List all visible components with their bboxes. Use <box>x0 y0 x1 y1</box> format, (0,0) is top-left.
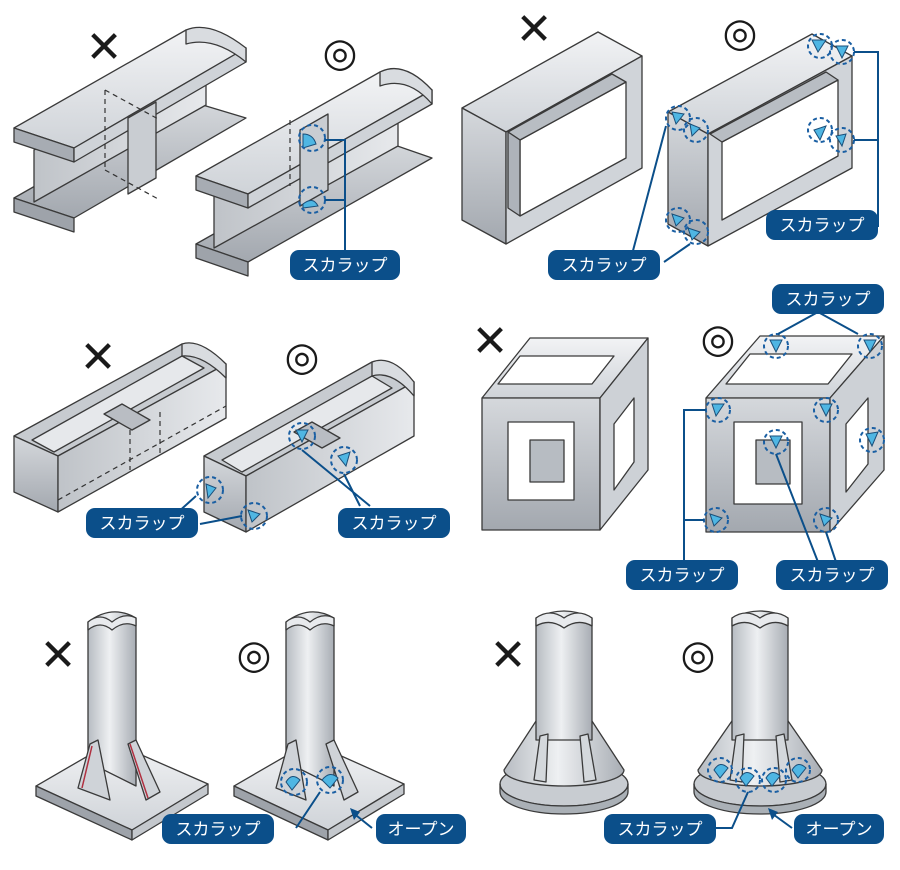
scallop-label: スカラップ <box>780 216 865 236</box>
bad-mark: ✕ <box>490 630 527 681</box>
bad-mark: ✕ <box>516 4 553 55</box>
good-mark: ◎ <box>285 334 320 380</box>
scallop-label: スカラップ <box>562 256 647 276</box>
panel-channel: スカラップ スカラップ <box>13 342 450 538</box>
good-mark: ◎ <box>701 316 736 362</box>
cube-scallop-badge-left: スカラップ <box>626 560 738 590</box>
panel-box-frame: スカラップ スカラップ <box>461 31 879 280</box>
channel-scallop-badge-left: スカラップ <box>86 508 198 538</box>
scallop-label: スカラップ <box>303 256 388 276</box>
column-base-scallop-badge: スカラップ <box>162 814 274 844</box>
cone-base-open-badge: オープン <box>794 814 884 844</box>
bad-mark: ✕ <box>472 316 509 367</box>
column-base-good <box>233 611 405 841</box>
cone-base-good <box>693 610 827 815</box>
scallop-label: スカラップ <box>352 514 437 534</box>
box-frame-bad <box>461 31 643 245</box>
box-frame-good <box>665 33 855 247</box>
panel-h-beam: スカラップ <box>13 26 433 280</box>
panel-column-base: スカラップ オープン <box>35 611 466 844</box>
scallop-label: スカラップ <box>618 820 703 840</box>
scallop-label: スカラップ <box>176 820 261 840</box>
channel-scallop-badge-right: スカラップ <box>338 508 450 538</box>
judgement-marks: ✕ ◎ ✕ ◎ ✕ ◎ ✕ ◎ ✕ ◎ ✕ ◎ <box>40 4 758 681</box>
open-label: オープン <box>388 820 455 840</box>
bad-mark: ✕ <box>40 630 77 681</box>
panel-cube-frame: スカラップ スカラップ スカラップ <box>481 284 888 590</box>
open-label: オープン <box>806 820 873 840</box>
column-base-open-badge: オープン <box>376 814 466 844</box>
bad-mark: ✕ <box>86 22 123 73</box>
h-beam-scallop-badge: スカラップ <box>290 250 400 280</box>
box-frame-scallop-badge-left: スカラップ <box>548 250 660 280</box>
channel-good <box>196 359 415 533</box>
channel-bad <box>13 342 227 513</box>
box-frame-scallop-badge-right: スカラップ <box>766 210 878 240</box>
h-beam-bad <box>13 26 247 233</box>
cone-base-bad <box>499 610 629 815</box>
cube-frame-bad <box>481 337 649 531</box>
cone-base-scallop-badge: スカラップ <box>604 814 716 844</box>
good-mark: ◎ <box>681 632 716 678</box>
good-mark: ◎ <box>723 10 758 56</box>
scallop-label: スカラップ <box>640 566 725 586</box>
cube-scallop-badge-right: スカラップ <box>776 560 888 590</box>
scallop-label: スカラップ <box>100 514 185 534</box>
good-mark: ◎ <box>323 30 358 76</box>
bad-mark: ✕ <box>80 332 117 383</box>
cube-frame-good <box>703 333 885 533</box>
h-beam-good <box>195 67 433 277</box>
cube-scallop-badge-top: スカラップ <box>772 284 884 314</box>
good-mark: ◎ <box>237 632 272 678</box>
scallop-label: スカラップ <box>786 290 871 310</box>
scallop-label: スカラップ <box>790 566 875 586</box>
panel-cone-base: スカラップ オープン <box>499 610 884 844</box>
column-base-bad <box>35 611 209 841</box>
